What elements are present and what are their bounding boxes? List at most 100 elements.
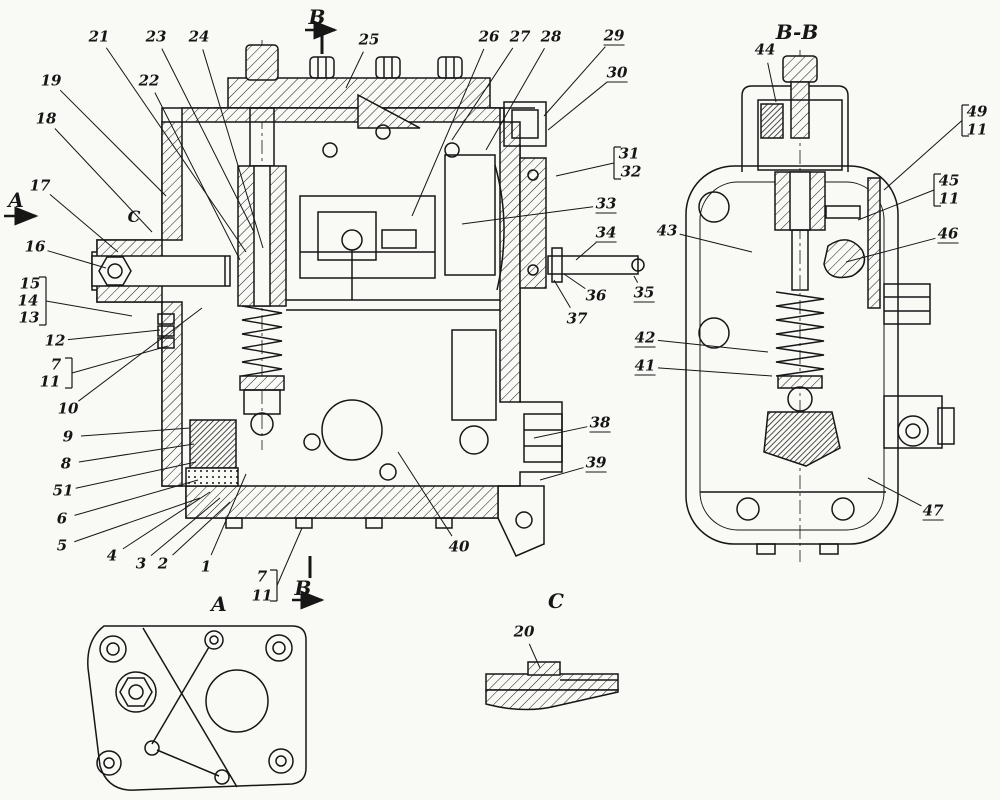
leader-line [105,47,247,253]
control-mechanism [299,195,436,300]
callout-11: 11 [251,586,273,605]
leader-line [485,48,545,151]
leader-line [547,81,608,131]
leader-line [210,473,247,556]
packing [185,467,239,487]
leader-line [539,467,584,481]
bb-body-outline [685,165,899,545]
callout-49: 49 [966,102,988,121]
leader-line [59,89,167,197]
callout-51: 51 [52,481,74,500]
leader-line [451,47,514,141]
flange-bore [205,669,269,733]
callout-8: 8 [60,454,72,473]
cam-lobe [763,411,841,467]
callout-22: 22 [138,71,160,90]
bushing-44 [760,103,784,139]
leader-line [679,233,753,253]
callout-34: 34 [595,223,617,243]
leader-line [533,426,588,439]
callout-25: 25 [358,30,380,49]
plunger-assembly [237,44,287,436]
callout-45: 45 [938,171,960,190]
flange-outline [87,625,307,791]
leader-line [161,48,255,233]
callout-31: 31 [618,144,640,163]
seal-block [189,419,237,469]
leader-line [528,643,541,669]
detail-c-marker: C [127,207,141,226]
main-section-view [91,40,645,557]
callout-32: 32 [620,162,642,181]
leader-line [172,501,231,556]
callout-2: 2 [157,554,169,573]
leader-line [397,451,453,537]
callout-28: 28 [540,27,562,46]
leader-line [461,206,594,225]
callout-30: 30 [606,63,628,83]
leader-line [122,491,211,550]
arrow-b-top: B [308,5,326,29]
leader-line [867,477,922,507]
cover-screws [309,56,463,79]
callout-13: 13 [18,308,40,327]
leader-line [80,427,191,437]
leader-line [767,62,777,103]
arrow-a-left: A [8,188,24,212]
callout-11: 11 [938,189,960,208]
leader-line [555,162,615,177]
top-cover [227,77,491,109]
callout-5: 5 [56,536,68,555]
leader-line [74,497,201,543]
plunger-spring [241,305,283,377]
callout-42: 42 [634,328,656,348]
leader-line [276,527,303,586]
view-a-title: A [211,592,227,616]
leader-line [49,194,119,253]
governor-lever [494,164,505,291]
detent-46 [823,239,866,279]
arrow-b-bottom: B [294,576,312,600]
leader-line [78,307,203,402]
callout-11: 11 [966,120,988,139]
view-a-flange [87,625,307,791]
detail-c-title: C [548,589,564,613]
callout-16: 16 [24,237,46,256]
callout-7: 7 [50,355,62,374]
leader-line [71,345,169,374]
callout-39: 39 [585,453,607,473]
leader-line [657,339,769,353]
callout-14: 14 [17,291,39,310]
callout-12: 12 [44,331,66,350]
callout-19: 19 [40,71,62,90]
callout-35: 35 [633,283,655,303]
leader-line [845,237,936,263]
leader-lines-layer [4,20,969,669]
callout-33: 33 [595,194,617,214]
side-fitting-38 [523,413,563,463]
top-right-fitting [503,101,547,147]
callout-17: 17 [29,176,51,195]
bb-right-fittings [883,283,955,449]
leader-line [633,275,639,283]
callout-24: 24 [188,27,210,46]
leader-line [74,479,199,516]
callout-21: 21 [88,27,110,46]
leader-line [857,189,935,221]
bb-plunger-assembly [763,171,841,467]
leader-line [657,367,773,377]
leader-line [553,279,571,309]
side-plate-49 [867,177,881,309]
tappet-roller [250,412,274,436]
callout-20: 20 [513,622,535,641]
bb-top-bolt [782,55,818,139]
callout-23: 23 [145,27,167,46]
callout-44: 44 [754,40,776,59]
detail-c-view [485,661,619,711]
leader-line [45,300,133,317]
callout-38: 38 [589,413,611,433]
view-bb-title: B-B [775,20,819,44]
callout-41: 41 [634,356,656,376]
leader-line [575,242,597,261]
callout-11: 11 [39,372,61,391]
